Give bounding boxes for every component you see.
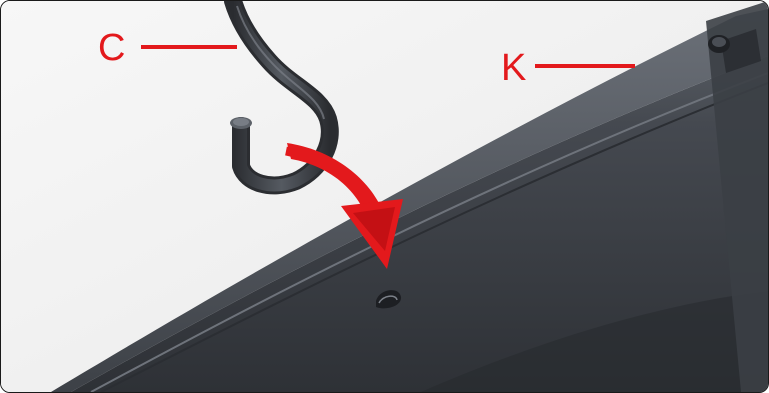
curved-arrow-down-icon <box>285 143 403 269</box>
rail-end-bracket <box>706 1 768 392</box>
hook-label: C <box>98 27 126 69</box>
rail-lip <box>51 9 768 392</box>
hook <box>224 1 339 195</box>
rail-slot <box>376 290 402 309</box>
rail-label: K <box>501 47 527 89</box>
